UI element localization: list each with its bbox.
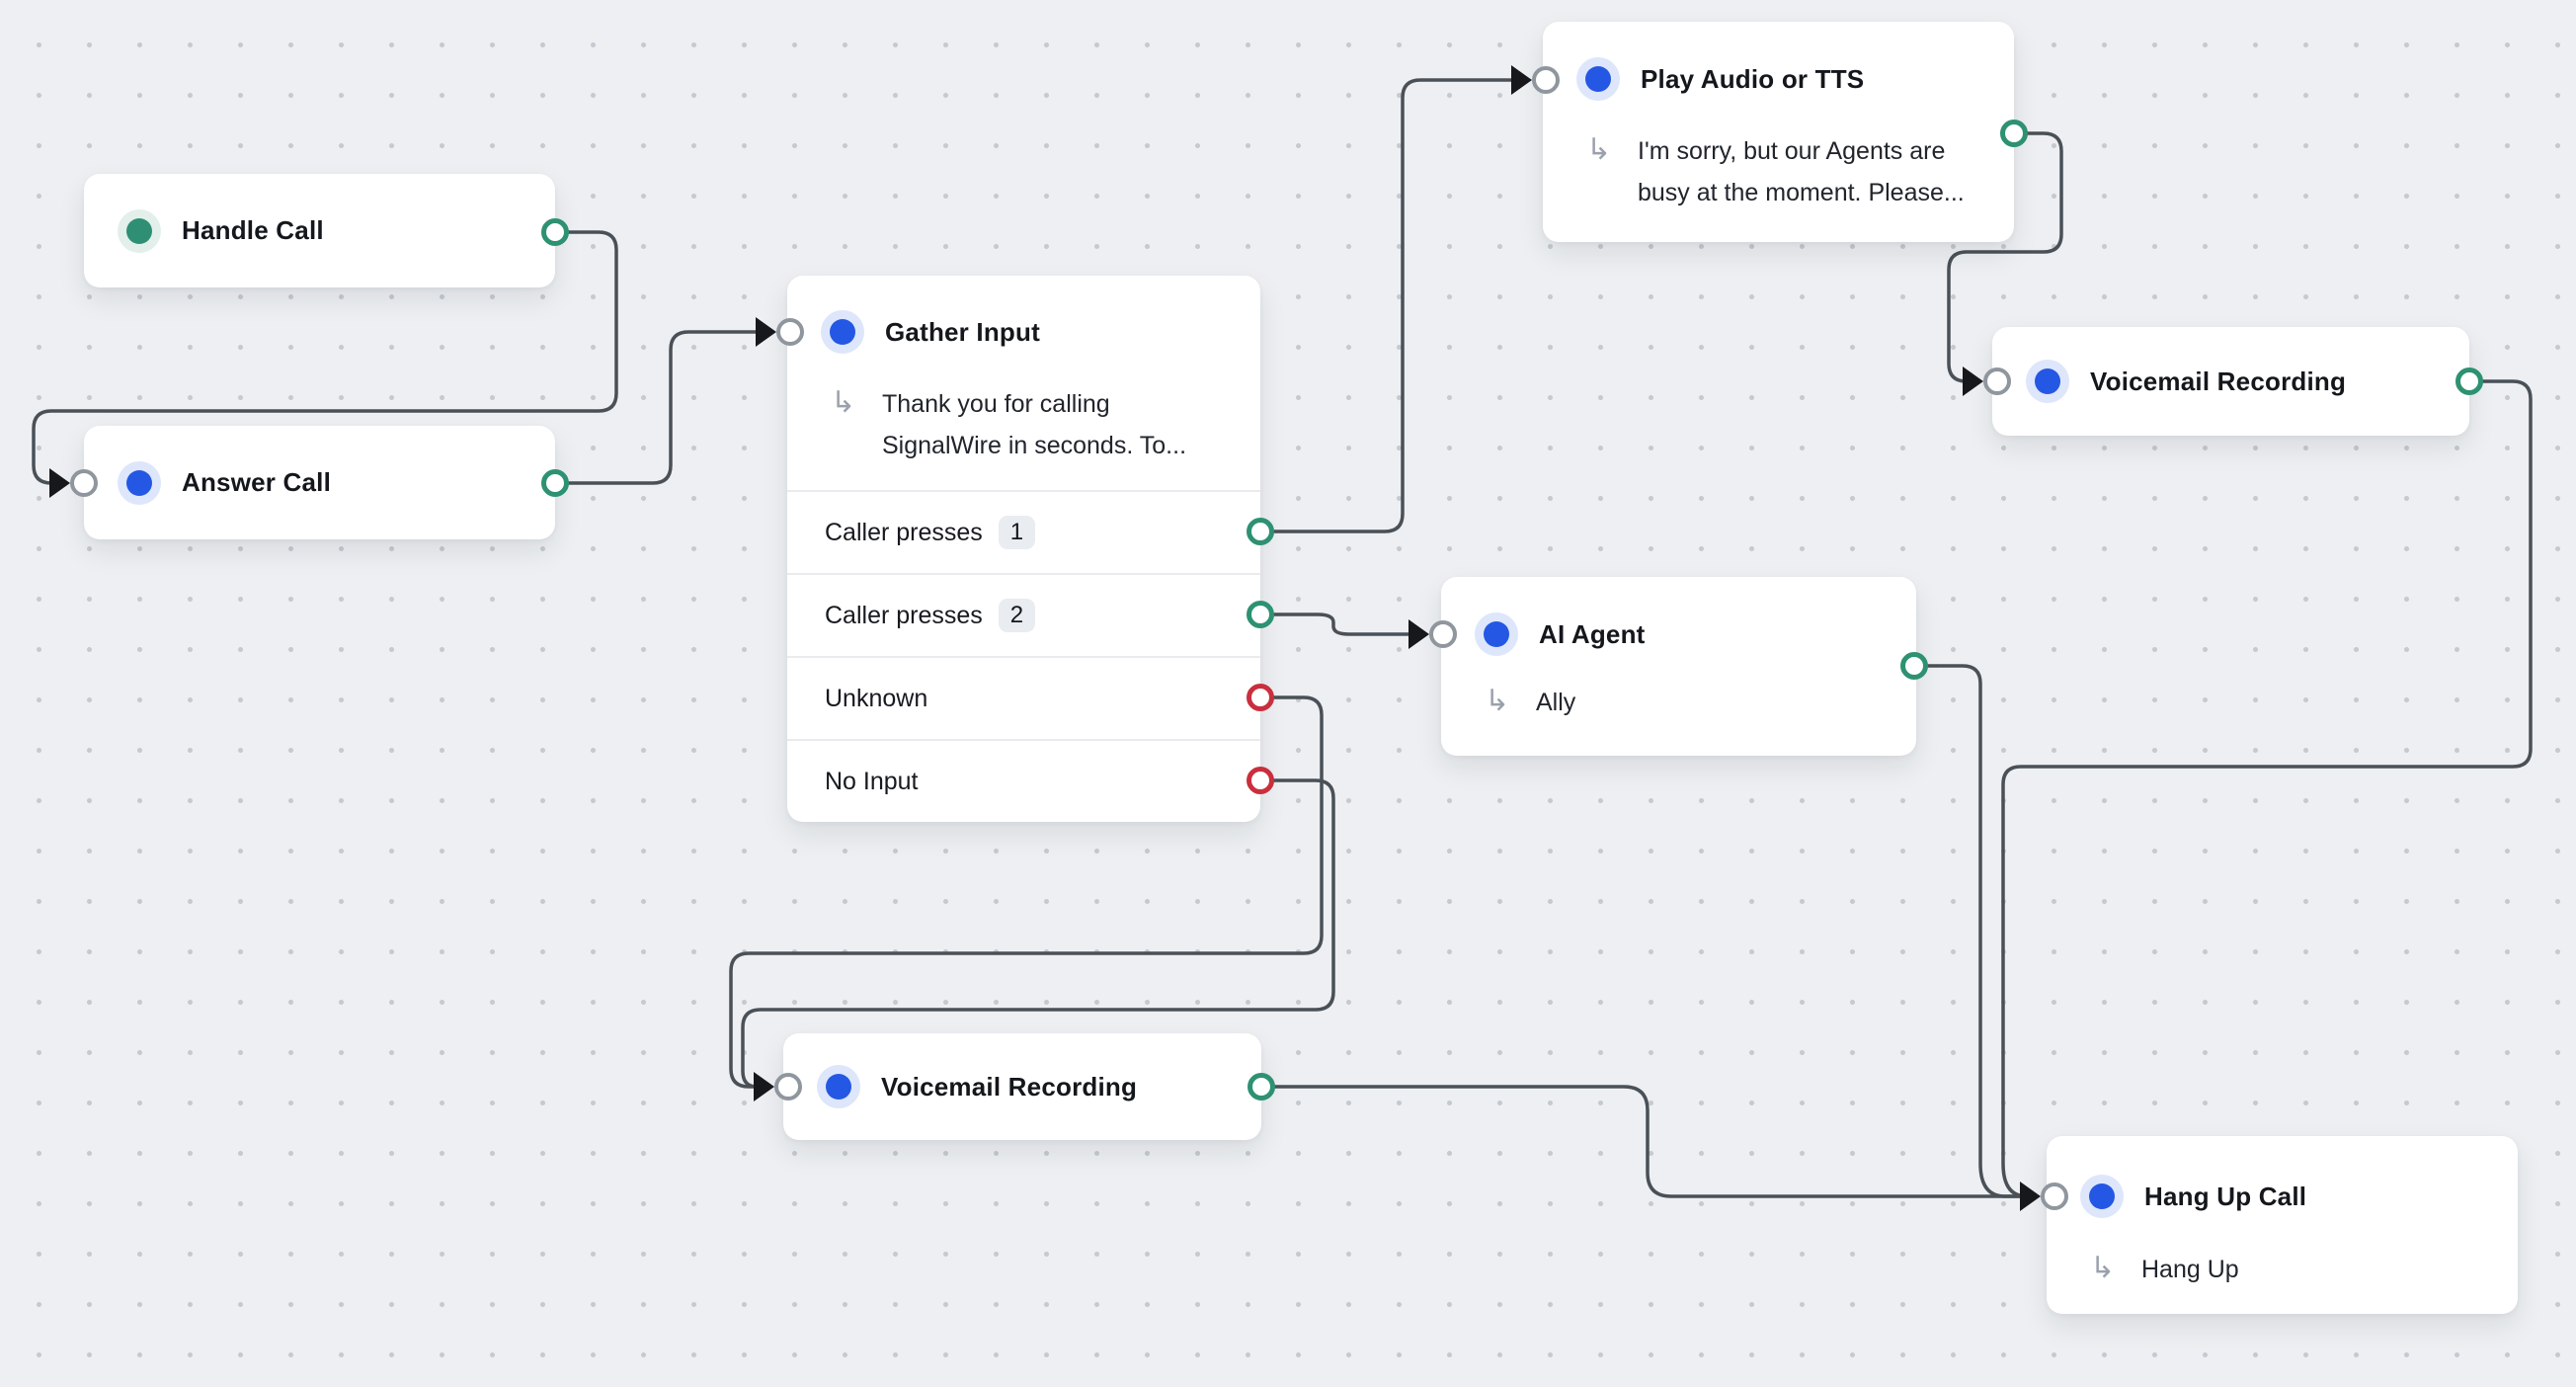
node-type-dot-blue [118,460,161,505]
gather-output-row-no-input[interactable]: No Input [787,739,1260,822]
gather-output-row-press-1[interactable]: Caller presses 1 [787,490,1260,573]
port-in-ai-agent[interactable] [1429,620,1457,648]
digit-badge: 1 [998,516,1036,549]
gather-output-row-unknown[interactable]: Unknown [787,656,1260,739]
row-label: Caller presses [825,601,983,629]
node-voicemail-recording-bottom[interactable]: Voicemail Recording [783,1033,1261,1140]
node-type-dot-teal [118,208,161,253]
node-subtitle: Hang Up [2141,1256,2239,1283]
port-in-play-audio[interactable] [1532,66,1560,94]
input-arrow-answer-call [49,468,70,498]
input-arrow-voicemail-top [1963,367,1983,396]
port-in-voicemail-top[interactable] [1983,367,2011,395]
connector-answer-to-gather[interactable] [555,330,759,485]
node-type-dot-blue [821,310,864,354]
row-label: Caller presses [825,518,983,546]
node-title: Voicemail Recording [881,1071,1138,1101]
node-gather-input[interactable]: Gather Input ↳ Thank you for calling Sig… [787,276,1260,822]
connector-press1-to-playaudio[interactable] [1260,78,1514,533]
node-type-dot-blue [1576,57,1620,101]
return-arrow-icon: ↳ [1586,133,1612,166]
node-voicemail-recording-top[interactable]: Voicemail Recording [1992,327,2469,436]
node-hang-up-call[interactable]: Hang Up Call ↳ Hang Up [2047,1136,2518,1314]
connector-handle-to-answer[interactable] [32,230,618,485]
node-type-dot-blue [2080,1175,2124,1218]
node-type-dot-blue [1475,612,1518,656]
port-out-handle-call[interactable] [541,218,569,246]
node-answer-call[interactable]: Answer Call [84,426,555,539]
input-arrow-ai-agent [1409,619,1429,649]
return-arrow-icon: ↳ [2090,1252,2116,1284]
return-arrow-icon: ↳ [1485,685,1510,717]
port-out-ai-agent[interactable] [1900,652,1928,680]
row-label: No Input [825,767,919,795]
port-out-voicemail-top[interactable] [2455,367,2483,395]
connector-noinput-to-voicemail[interactable] [741,778,1335,1089]
gather-output-row-press-2[interactable]: Caller presses 2 [787,573,1260,656]
connector-playaudio-to-voicemailtop[interactable] [1947,131,2063,383]
node-play-audio-tts[interactable]: Play Audio or TTS ↳ I'm sorry, but our A… [1543,22,2014,242]
port-out-no-input[interactable] [1247,767,1274,794]
port-out-unknown[interactable] [1247,684,1274,711]
port-in-gather-input[interactable] [776,318,804,346]
port-out-caller-presses-1[interactable] [1247,518,1274,545]
input-arrow-voicemail-bottom [754,1072,774,1101]
port-out-caller-presses-2[interactable] [1247,601,1274,628]
port-in-answer-call[interactable] [70,469,98,497]
connector-voicemailbottom-to-hangup[interactable] [1261,1085,2023,1198]
node-subtitle: Ally [1536,689,1576,716]
node-title: Voicemail Recording [2090,366,2347,396]
connector-unknown-to-voicemail[interactable] [729,695,1324,1089]
node-title: Gather Input [885,316,1040,347]
port-out-voicemail-bottom[interactable] [1248,1073,1275,1101]
input-arrow-hang-up [2020,1182,2041,1211]
node-title: Answer Call [182,467,332,497]
digit-badge: 2 [998,599,1036,632]
node-title: AI Agent [1539,618,1646,649]
node-title: Hang Up Call [2144,1181,2307,1211]
node-ai-agent[interactable]: AI Agent ↳ Ally [1441,577,1916,756]
return-arrow-icon: ↳ [831,386,856,419]
port-in-voicemail-bottom[interactable] [774,1073,802,1101]
node-type-dot-blue [817,1065,860,1108]
row-label: Unknown [825,684,928,712]
connector-aiagent-to-hangup[interactable] [1914,664,2023,1198]
connector-voicemailtop-to-hangup[interactable] [2001,379,2533,1198]
node-subtitle: Thank you for calling SignalWire in seco… [882,390,1187,459]
node-subtitle: I'm sorry, but our Agents are busy at th… [1638,137,1965,206]
port-in-hang-up[interactable] [2041,1183,2068,1210]
connector-press2-to-aiagent[interactable] [1260,612,1411,636]
input-arrow-gather-input [756,317,776,347]
node-title: Handle Call [182,215,324,245]
node-handle-call[interactable]: Handle Call [84,174,555,287]
node-type-dot-blue [2026,360,2069,403]
port-out-answer-call[interactable] [541,469,569,497]
node-title: Play Audio or TTS [1641,63,1865,94]
input-arrow-play-audio [1511,65,1532,95]
port-out-play-audio[interactable] [2000,120,2028,147]
